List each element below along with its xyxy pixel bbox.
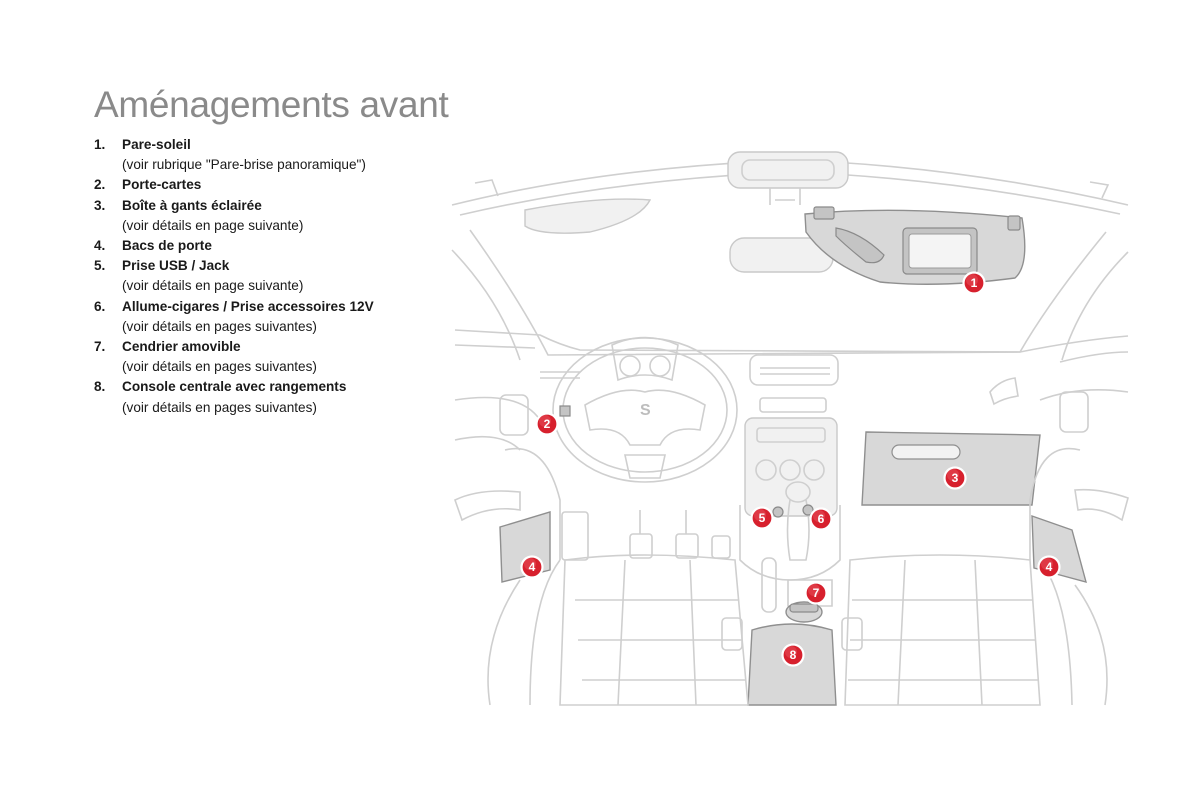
dashboard <box>454 329 1129 517</box>
callout-4-left: 4 <box>520 555 544 579</box>
callout-3-number: 3 <box>952 471 959 485</box>
legend-number: 8. <box>94 379 106 395</box>
legend-detail: (voir détails en pages suivantes) <box>122 318 317 334</box>
ashtray-highlight <box>785 601 823 623</box>
legend-label: Allume-cigares / Prise accessoires 12V <box>122 298 374 314</box>
doors <box>454 447 1129 560</box>
legend-item: 3. Boîte à gants éclairée (voir détails e… <box>94 196 434 236</box>
seats <box>487 554 1108 706</box>
pedals <box>561 510 731 561</box>
callout-4-right: 4 <box>1037 555 1061 579</box>
callout-4-left-number: 4 <box>529 560 536 574</box>
legend-detail: (voir rubrique "Pare-brise panoramique") <box>122 157 366 173</box>
pillar-right <box>1061 251 1129 361</box>
legend-item: 4. Bacs de porte <box>94 236 434 256</box>
legend-number: 1. <box>94 137 106 152</box>
legend-number: 6. <box>94 298 106 314</box>
legend-number: 5. <box>94 258 106 274</box>
callout-1-number: 1 <box>971 276 978 290</box>
callout-4-right-number: 4 <box>1046 560 1053 574</box>
callout-5: 5 <box>750 506 774 530</box>
card-holder-highlight <box>559 405 571 417</box>
legend-label: Porte-cartes <box>122 177 202 193</box>
legend-label: Prise USB / Jack <box>122 258 230 274</box>
legend-item: 7. Cendrier amovible (voir détails en pag… <box>94 337 434 377</box>
callout-1: 1 <box>962 271 986 295</box>
sun-visor-highlight <box>804 206 1026 285</box>
callout-3: 3 <box>943 466 967 490</box>
callout-7: 7 <box>804 581 828 605</box>
legend-label: Pare-soleil <box>122 137 191 152</box>
svg-text:S: S <box>640 402 651 419</box>
legend-detail: (voir détails en pages suivantes) <box>122 399 317 415</box>
callout-6: 6 <box>809 507 833 531</box>
legend-item: 2. Porte-cartes <box>94 175 434 195</box>
callout-8-number: 8 <box>790 648 797 662</box>
car-interior-illustration: S <box>451 151 1129 706</box>
windshield-frame <box>451 151 1129 356</box>
legend-list: 1. Pare-soleil (voir rubrique "Pare-brise… <box>94 135 434 418</box>
legend-detail: (voir détails en pages suivantes) <box>122 359 317 375</box>
legend-number: 4. <box>94 238 106 254</box>
legend-label: Bacs de porte <box>122 238 212 254</box>
sun-visor-left <box>524 198 652 234</box>
callout-2: 2 <box>535 412 559 436</box>
callout-8: 8 <box>781 643 805 667</box>
legend-number: 2. <box>94 177 106 193</box>
legend-item: 5. Prise USB / Jack (voir détails en page… <box>94 256 434 296</box>
steering-wheel: S <box>552 336 738 483</box>
legend-label: Cendrier amovible <box>122 339 241 355</box>
callout-7-number: 7 <box>813 586 820 600</box>
legend-number: 3. <box>94 197 106 213</box>
callout-6-number: 6 <box>818 512 825 526</box>
legend-detail: (voir détails en page suivante) <box>122 217 304 233</box>
pillar-left <box>451 249 521 361</box>
legend-item: 1. Pare-soleil (voir rubrique "Pare-brise… <box>94 135 434 175</box>
center-console <box>739 481 841 613</box>
legend-item: 6. Allume-cigares / Prise accessoires 12… <box>94 297 434 337</box>
page-title: Aménagements avant <box>94 84 449 125</box>
callout-5-number: 5 <box>759 511 766 525</box>
legend-detail: (voir détails en page suivante) <box>122 278 304 294</box>
legend-label: Boîte à gants éclairée <box>122 197 262 213</box>
callout-2-number: 2 <box>544 417 551 431</box>
legend-label: Console centrale avec rangements <box>122 379 347 395</box>
legend-item: 8. Console centrale avec rangements (voir… <box>94 377 434 417</box>
legend-number: 7. <box>94 339 106 355</box>
